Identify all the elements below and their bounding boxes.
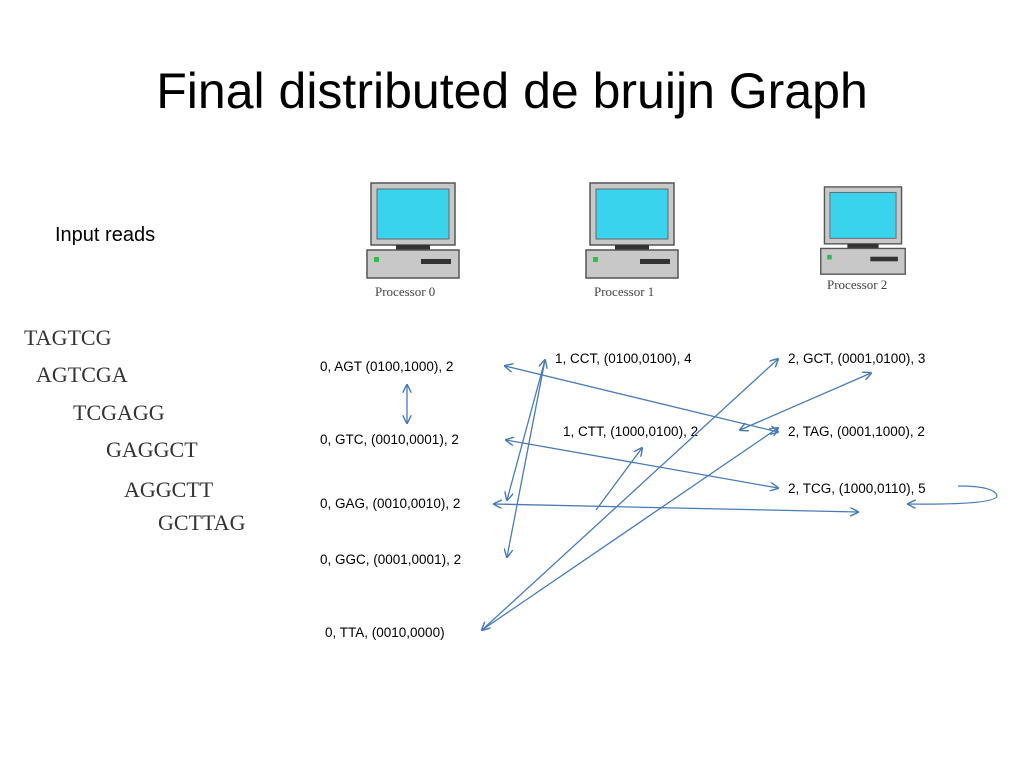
edge-tta-tag: [481, 428, 778, 631]
node-tcg: 2, TCG, (1000,0110), 5: [788, 481, 926, 496]
edge-agt-tag: [505, 366, 778, 432]
node-ggc: 0, GGC, (0001,0001), 2: [320, 552, 462, 567]
input-reads-label: Input reads: [55, 224, 156, 246]
edge-cct-gtc: [507, 360, 545, 500]
node-agt: 0, AGT (0100,1000), 2: [320, 359, 454, 374]
read-2: AGTCGA: [36, 362, 128, 387]
processor-0-caption: Processor 0: [375, 284, 436, 299]
read-1: TAGTCG: [24, 325, 112, 350]
slide-title: Final distributed de bruijn Graph: [156, 63, 868, 119]
processor-2-caption: Processor 2: [827, 277, 888, 292]
edge-gct-tag: [740, 373, 871, 430]
node-gct: 2, GCT, (0001,0100), 3: [788, 351, 926, 366]
read-4: GAGGCT: [106, 437, 198, 462]
node-gag: 0, GAG, (0010,0010), 2: [320, 496, 461, 511]
edge-tcg-loop: [908, 485, 998, 504]
node-gtc: 0, GTC, (0010,0001), 2: [320, 432, 459, 447]
edge-tta-gct: [482, 359, 778, 630]
computer-icon: [820, 186, 906, 275]
edge-ctt: [595, 448, 642, 511]
edge-gtc-tcg: [506, 440, 778, 488]
read-5: AGGCTT: [124, 477, 214, 502]
processor-1-caption: Processor 1: [594, 284, 655, 299]
node-tta: 0, TTA, (0010,0000): [325, 625, 445, 640]
edge-cct-ggc: [507, 359, 546, 557]
edge-gag-tcg: [494, 504, 858, 512]
computer-icon: [585, 182, 679, 279]
computer-icon: [366, 182, 460, 279]
read-3: TCGAGG: [73, 400, 165, 425]
read-6: GCTTAG: [158, 510, 246, 535]
